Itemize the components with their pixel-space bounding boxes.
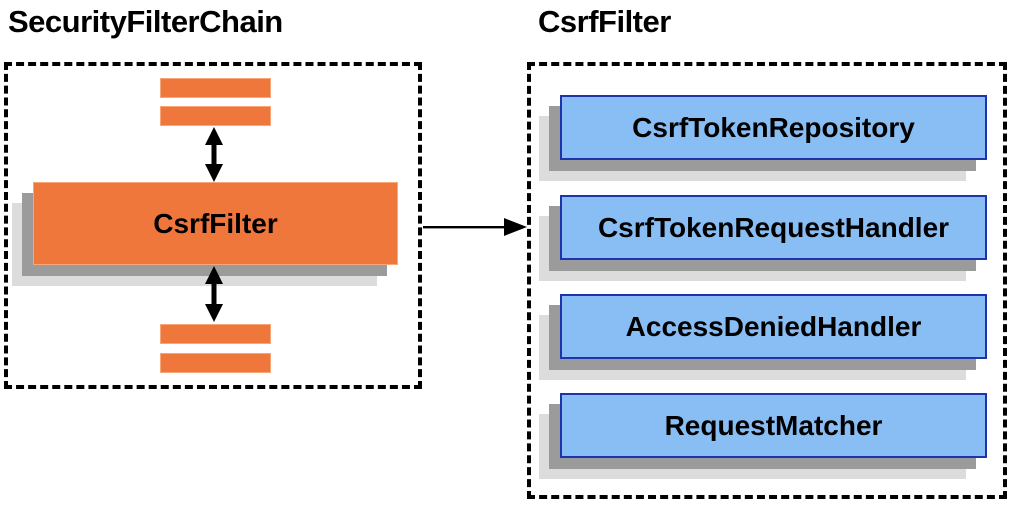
component-access-denied-handler: AccessDeniedHandler [560, 294, 987, 359]
csrf-filter-node: CsrfFilter [33, 182, 398, 265]
csrf-filter-group-title: CsrfFilter [538, 4, 671, 39]
filter-chain-bar-bottom-2 [160, 353, 271, 373]
security-filter-chain-title: SecurityFilterChain [8, 4, 283, 39]
flow-arrow-icon [423, 218, 527, 236]
component-csrf-token-repository: CsrfTokenRepository [560, 95, 987, 160]
security-filter-chain-container [4, 62, 422, 389]
filter-chain-bar-top-2 [160, 106, 271, 126]
csrf-filter-components-container [527, 62, 1007, 499]
component-request-matcher: RequestMatcher [560, 393, 987, 458]
filter-chain-bar-bottom-1 [160, 324, 271, 344]
component-csrf-token-request-handler: CsrfTokenRequestHandler [560, 195, 987, 260]
filter-chain-bar-top-1 [160, 78, 271, 98]
